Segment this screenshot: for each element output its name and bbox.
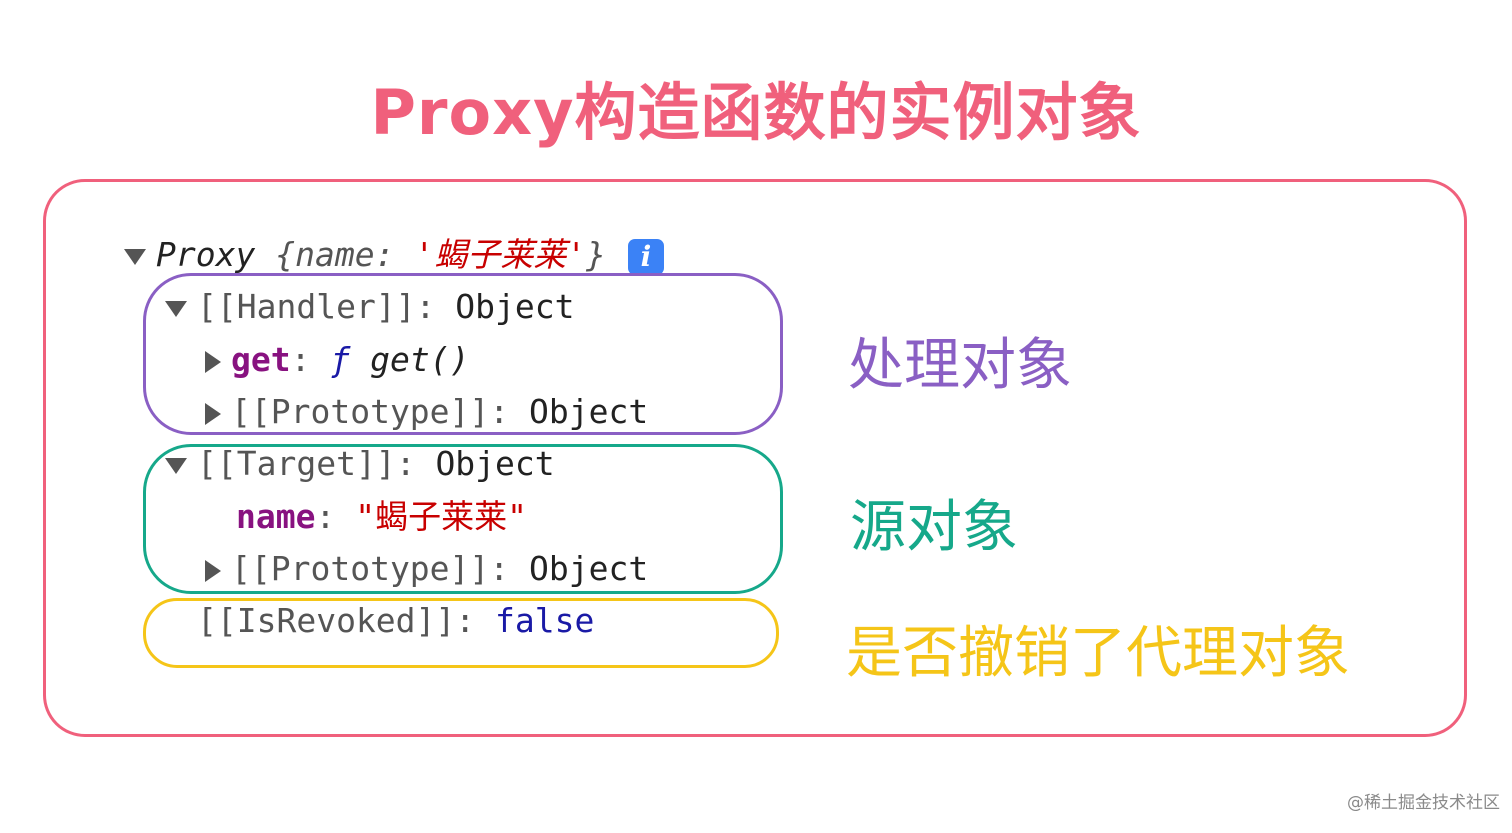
close-brace: } <box>586 235 606 274</box>
preview-colon: : <box>374 235 415 274</box>
revoked-sep: : <box>455 601 496 640</box>
get-value: get() <box>370 340 470 379</box>
revoked-highlight-box <box>143 598 779 668</box>
target-highlight-box <box>143 444 783 594</box>
name-value: "蝎子莱莱" <box>355 497 527 536</box>
collapse-triangle-icon[interactable] <box>205 559 221 582</box>
target-sep: : <box>395 444 436 483</box>
open-brace: { <box>275 235 296 274</box>
watermark: @稀土掘金技术社区 <box>1347 793 1500 813</box>
handler-prototype-row[interactable]: [[Prototype]]: Object <box>205 389 648 435</box>
get-colon: : <box>290 340 331 379</box>
handler-row[interactable]: [[Handler]]: Object <box>165 284 575 330</box>
page-title: Proxy构造函数的实例对象 <box>370 76 1142 149</box>
function-f-icon: ƒ <box>330 340 371 379</box>
proxy-root-row[interactable]: Proxy {name: '蝎子莱莱'} i <box>124 232 664 278</box>
get-key: get <box>231 340 291 379</box>
handler-label: [[Handler]] <box>197 287 416 326</box>
handler-sep: : <box>415 287 456 326</box>
target-type: Object <box>435 444 555 483</box>
revoked-annotation: 是否撤销了代理对象 <box>846 621 1350 686</box>
prototype-sep: : <box>489 392 530 431</box>
prototype-type: Object <box>529 549 649 588</box>
expand-triangle-icon[interactable] <box>124 248 146 265</box>
prototype-label: [[Prototype]] <box>231 392 490 431</box>
target-annotation: 源对象 <box>850 495 1018 560</box>
prototype-label: [[Prototype]] <box>231 549 490 588</box>
console-frame <box>43 179 1467 737</box>
revoked-label: [[IsRevoked]] <box>197 601 456 640</box>
info-icon[interactable]: i <box>627 238 664 275</box>
collapse-triangle-icon[interactable] <box>205 402 221 425</box>
handler-annotation: 处理对象 <box>848 333 1072 398</box>
preview-value: '蝎子莱莱' <box>414 235 587 274</box>
name-colon: : <box>315 497 356 536</box>
prototype-sep: : <box>489 549 530 588</box>
collapse-triangle-icon[interactable] <box>205 350 221 373</box>
preview-key: name <box>295 235 375 274</box>
handler-type: Object <box>455 287 575 326</box>
prototype-type: Object <box>529 392 649 431</box>
name-key: name <box>236 497 316 536</box>
target-prototype-row[interactable]: [[Prototype]]: Object <box>205 546 648 592</box>
revoked-row: [[IsRevoked]]: false <box>197 598 594 644</box>
handler-highlight-box <box>143 273 783 435</box>
proxy-prefix: Proxy <box>156 235 276 274</box>
target-label: [[Target]] <box>197 444 396 483</box>
target-name-row: name: "蝎子莱莱" <box>236 494 527 540</box>
get-row[interactable]: get: ƒ get() <box>205 337 469 383</box>
revoked-value: false <box>495 601 595 640</box>
